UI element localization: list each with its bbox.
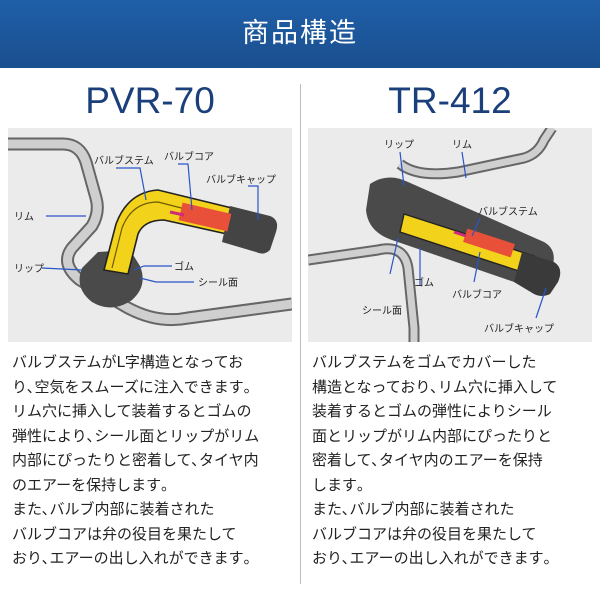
- page-title: 商品構造: [242, 18, 358, 49]
- desc-line: また､バルブ内部に装着された: [312, 500, 515, 518]
- label-valve-stem: バルブステム: [478, 205, 538, 218]
- desc-line: バルブコアは弁の役目を果たして: [12, 524, 237, 543]
- description-tr412: バルブステムをゴムでカバーした 構造となっており､リム穴に挿入して 装着するとゴ…: [312, 350, 588, 571]
- valve-core-shape: [463, 228, 515, 258]
- desc-line: 弾性により､シール面とリップがリム: [12, 426, 260, 445]
- diagram-tr412: リップ リム バルブステム ゴム バルブコア シール面 バルブキャップ: [308, 128, 592, 342]
- desc-line: します｡: [312, 475, 365, 494]
- label-rim: リム: [14, 211, 34, 223]
- desc-line: バルブステムがL字構造となってお: [12, 353, 244, 371]
- diagram-pvr70: バルブステム バルブコア バルブキャップ リム リップ ゴム シール面: [8, 128, 292, 342]
- label-lip: リップ: [384, 139, 414, 151]
- desc-line: 面とリップがリム内部にぴったりと: [312, 426, 553, 445]
- label-seal: シール面: [362, 306, 402, 317]
- label-valve-cap: バルブキャップ: [206, 173, 276, 186]
- desc-line: 装着するとゴムの弾性によりシール: [312, 402, 552, 420]
- desc-line: バルブコアは弁の役目を果たして: [312, 524, 537, 543]
- valve-cap-shape: [514, 252, 561, 296]
- label-valve-core: バルブコア: [452, 288, 502, 301]
- desc-line: り､空気をスムーズに注入できます｡: [12, 377, 252, 396]
- header-banner: [0, 0, 600, 68]
- label-seal: シール面: [198, 278, 238, 289]
- valve-cap-shape: [222, 206, 278, 254]
- label-rubber: ゴム: [414, 276, 434, 289]
- rim-inner: [8, 139, 292, 325]
- model-name-tr412: TR-412: [388, 80, 512, 121]
- model-name-pvr70: PVR-70: [85, 80, 215, 121]
- desc-line: のエアーを保持します｡: [12, 475, 169, 494]
- desc-line: おり､エアーの出し入れができます｡: [12, 549, 252, 567]
- desc-line: 密着して､タイヤ内のエアーを保持: [312, 451, 543, 469]
- desc-line: リム穴に挿入して装着するとゴムの: [12, 402, 252, 420]
- label-valve-core: バルブコア: [164, 150, 214, 163]
- desc-line: おり､エアーの出し入れができます｡: [312, 549, 552, 567]
- column-divider: [300, 84, 301, 584]
- desc-line: バルブステムをゴムでカバーした: [312, 353, 537, 371]
- desc-line: また､バルブ内部に装着された: [12, 500, 215, 518]
- desc-line: 内部にぴったりと密着して､タイヤ内: [12, 451, 259, 469]
- label-rubber: ゴム: [174, 260, 194, 273]
- label-valve-stem: バルブステム: [94, 154, 154, 167]
- description-pvr70: バルブステムがL字構造となってお り､空気をスムーズに注入できます｡ リム穴に挿…: [12, 350, 288, 571]
- label-valve-cap: バルブキャップ: [484, 322, 554, 335]
- label-rim: リム: [452, 139, 472, 151]
- label-lip: リップ: [14, 263, 44, 275]
- desc-line: 構造となっており､リム穴に挿入して: [312, 377, 558, 396]
